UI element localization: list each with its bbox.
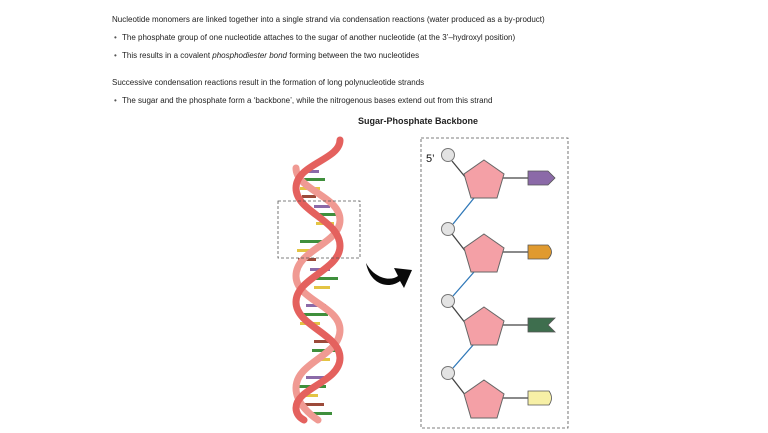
base-orange [527,244,552,260]
base-pair [314,340,330,343]
phosphate-circle [441,222,455,236]
helix-strand-front [292,136,344,424]
five-prime-label: 5’ [426,153,435,165]
base-pair [300,394,318,397]
phosphodiester-bond [452,343,475,369]
helix-strand-back [292,164,344,424]
zoom-arrow [366,263,412,288]
pentagon-sugar [463,233,505,273]
base-pair [302,403,324,406]
base-pair [302,195,316,198]
intro-paragraph: Nucleotide monomers are linked together … [112,15,545,24]
base-pair [297,249,317,252]
base-yellow [527,390,552,406]
base-pair [318,213,338,216]
base-green [527,317,556,333]
base-pair [314,286,330,289]
sugar-groups [463,159,505,419]
base-pair [306,376,324,379]
bullet-text-end: forming between the two nucleotides [287,51,420,60]
bullet-text-emphasis: phosphodiester bond [212,51,287,60]
pentagon-sugar [463,306,505,346]
base-pair [300,240,328,243]
base-pair [314,205,330,208]
bullet-phosphodiester-bond: This results in a covalent phosphodieste… [114,51,420,61]
phosphate-groups [441,148,455,380]
backbone-panel [420,137,569,429]
bullet-backbone: The sugar and the phosphate form a ‘back… [114,96,492,106]
nitrogenous-bases [527,170,556,406]
phosphate-sugar-bond [451,377,467,397]
bullet-text-start: This results in a covalent [122,51,213,60]
pentagon-sugar [463,159,505,199]
pentagon-sugar [463,379,505,419]
base-pair [298,313,328,316]
phosphodiester-bond [452,197,475,225]
base-pair [305,170,319,173]
phosphate-circle [441,366,455,380]
phosphate-sugar-bond [451,233,467,253]
diagram-title: Sugar-Phosphate Backbone [358,116,479,126]
bullet-phosphate-attaches: The phosphate group of one nucleotide at… [114,33,515,43]
base-pair [312,277,338,280]
condensation-paragraph: Successive condensation reactions result… [112,78,425,87]
phosphate-circle [441,294,455,308]
base-purple [527,170,556,186]
phosphate-sugar-bond [451,160,467,179]
base-pair [312,412,332,415]
phosphate-circle [441,148,455,162]
phosphodiester-bond [452,271,475,297]
helix-zoom-box [277,200,361,259]
base-pair [301,178,325,181]
